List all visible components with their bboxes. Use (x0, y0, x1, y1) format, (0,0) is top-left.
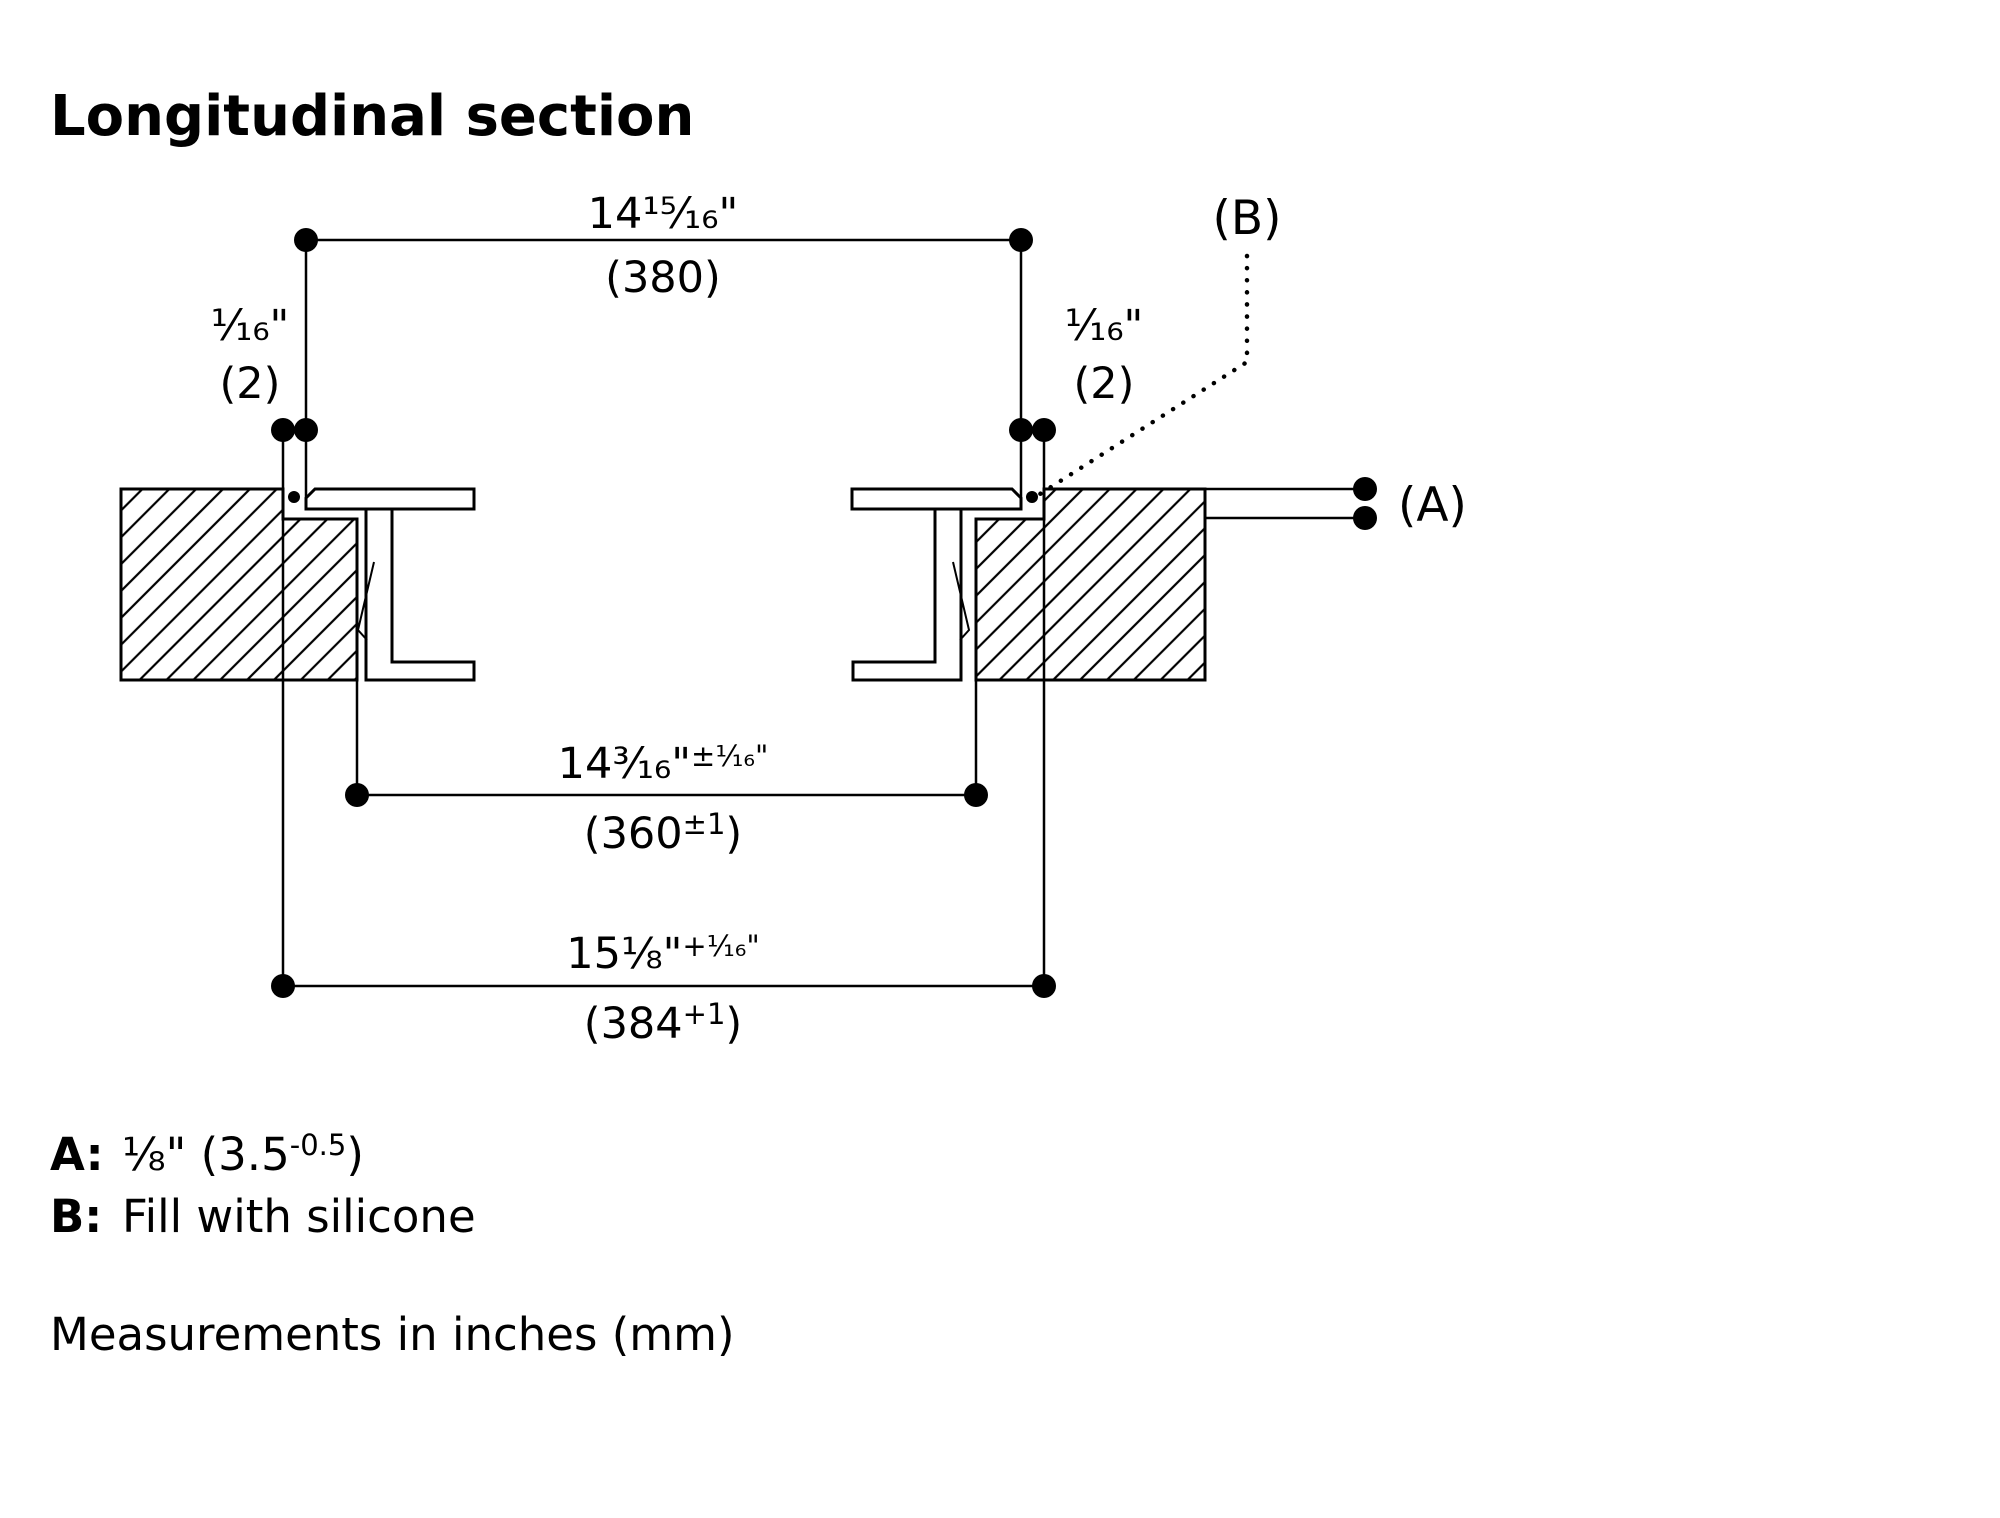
dim-bottom-inches: 15⅛"+¹⁄₁₆" (566, 929, 760, 979)
glass-panel-left (304, 487, 476, 511)
legend-line-b: B:Fill with silicone (50, 1190, 476, 1243)
dimension-lines (281, 238, 1365, 988)
countertop-section-right (974, 487, 1207, 682)
dimension-endpoint-dots (271, 228, 1377, 998)
dim-gap-left-inches: ¹⁄₁₆" (211, 301, 290, 351)
measurement-note: Measurements in inches (mm) (50, 1308, 735, 1361)
spring-clip-right (952, 561, 971, 641)
legend-line-a: A:⅛" (3.5-0.5) (50, 1128, 364, 1181)
callout-b-leader (1037, 253, 1250, 497)
dim-bottom-mm: (384+1) (584, 997, 742, 1049)
glass-panel-right (850, 487, 1023, 511)
spring-clip-left (356, 561, 375, 641)
dim-top-mm: (380) (605, 253, 721, 303)
dim-gap-left-mm: (2) (220, 359, 281, 409)
dim-middle-mm: (360±1) (584, 807, 742, 859)
dim-top-inches: 14¹⁵⁄₁₆" (588, 189, 739, 239)
frame-profile-right (851, 509, 963, 682)
frame-profile-left (364, 509, 476, 682)
appliance-edge-left (304, 487, 476, 682)
countertop-section-left (119, 487, 359, 682)
dim-gap-right-inches: ¹⁄₁₆" (1065, 301, 1144, 351)
dim-middle-inches: 14³⁄₁₆"±¹⁄₁₆" (558, 739, 769, 789)
appliance-edge-right (850, 487, 1023, 682)
callout-b-label: (B) (1213, 191, 1282, 246)
page-title: Longitudinal section (50, 84, 694, 149)
dim-gap-right-mm: (2) (1074, 359, 1135, 409)
callout-a-label: (A) (1398, 478, 1467, 533)
